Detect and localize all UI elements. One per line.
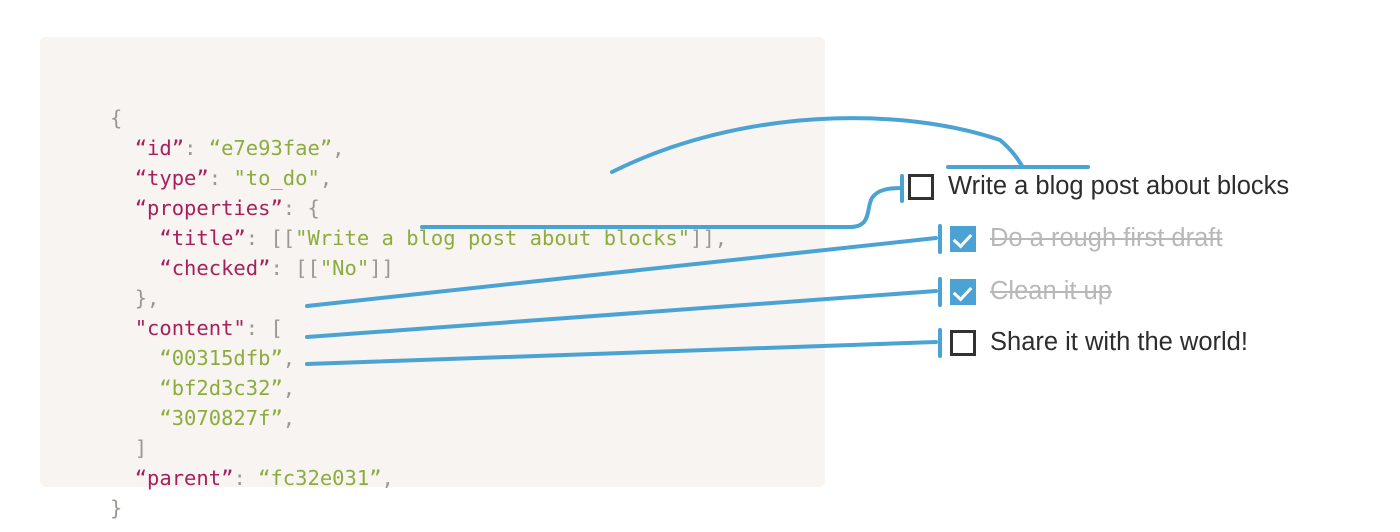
bracket-content-close: ]	[134, 436, 148, 460]
checkbox-checked-icon[interactable]	[950, 225, 976, 252]
list-item[interactable]: Do a rough first draft	[950, 224, 1222, 253]
code-line-properties: “properties”: {	[110, 193, 727, 223]
colon-parent: :	[233, 466, 259, 490]
brace-close: }	[110, 496, 123, 520]
code-line-content-close: ]	[110, 433, 727, 463]
colon-checked: :	[270, 256, 296, 280]
comma-id: ,	[332, 136, 345, 160]
checkbox-unchecked-icon[interactable]	[908, 173, 934, 200]
code-line-content-1: “bf2d3c32”,	[110, 373, 727, 403]
code-line-1: {	[110, 103, 727, 133]
brace-properties-open: {	[307, 196, 320, 220]
colon-content: :	[245, 316, 271, 340]
value-type: "to_do"	[233, 166, 320, 190]
comma-content-2: ,	[282, 406, 296, 430]
list-item[interactable]: Share it with the world!	[950, 328, 1248, 357]
list-item-label: Do a rough first draft	[990, 224, 1223, 252]
code-line-properties-close: },	[110, 283, 727, 313]
list-item[interactable]: Clean it up	[950, 277, 1112, 306]
key-type: “type”	[134, 166, 209, 190]
checkbox-checked-icon[interactable]	[950, 278, 976, 305]
key-parent: “parent”	[134, 466, 234, 490]
code-line-parent: “parent”: “fc32e031”,	[110, 463, 727, 493]
checkbox-unchecked-icon[interactable]	[950, 329, 976, 356]
colon-title: :	[245, 226, 271, 250]
value-content-1: “bf2d3c32”	[159, 376, 283, 400]
value-parent: “fc32e031”	[258, 466, 382, 490]
key-title: “title”	[159, 226, 246, 250]
comma-content-0: ,	[282, 346, 296, 370]
code-line-content-0: “00315dfb”,	[110, 343, 727, 373]
brackets-title-open: [[	[270, 226, 296, 250]
brace-properties-close: },	[134, 286, 160, 310]
list-item[interactable]: Write a blog post about blocks	[908, 172, 1289, 201]
key-checked: “checked”	[159, 256, 271, 280]
comma-content-1: ,	[282, 376, 296, 400]
list-item-label: Clean it up	[990, 277, 1112, 305]
key-properties: “properties”	[134, 196, 283, 220]
bracket-content-open: [	[270, 316, 283, 340]
key-content: "content"	[134, 316, 246, 340]
key-id: “id”	[134, 136, 185, 160]
comma-type: ,	[319, 166, 333, 190]
comma-parent: ,	[381, 466, 394, 490]
code-line-type: “type”: "to_do",	[110, 163, 727, 193]
code-line-content: "content": [	[110, 313, 727, 343]
list-item-label: Write a blog post about blocks	[948, 172, 1290, 200]
value-content-0: “00315dfb”	[159, 346, 283, 370]
colon-id: :	[184, 136, 209, 160]
value-id: “e7e93fae”	[208, 136, 333, 160]
colon-type: :	[208, 166, 234, 190]
code-line-id: “id”: “e7e93fae”,	[110, 133, 727, 163]
value-content-2: “3070827f”	[159, 406, 283, 430]
brace-open: {	[110, 106, 123, 130]
code-line-content-2: “3070827f”,	[110, 403, 727, 433]
code-line-last: }	[110, 493, 727, 523]
list-item-label: Share it with the world!	[990, 328, 1248, 356]
colon-properties: :	[282, 196, 308, 220]
